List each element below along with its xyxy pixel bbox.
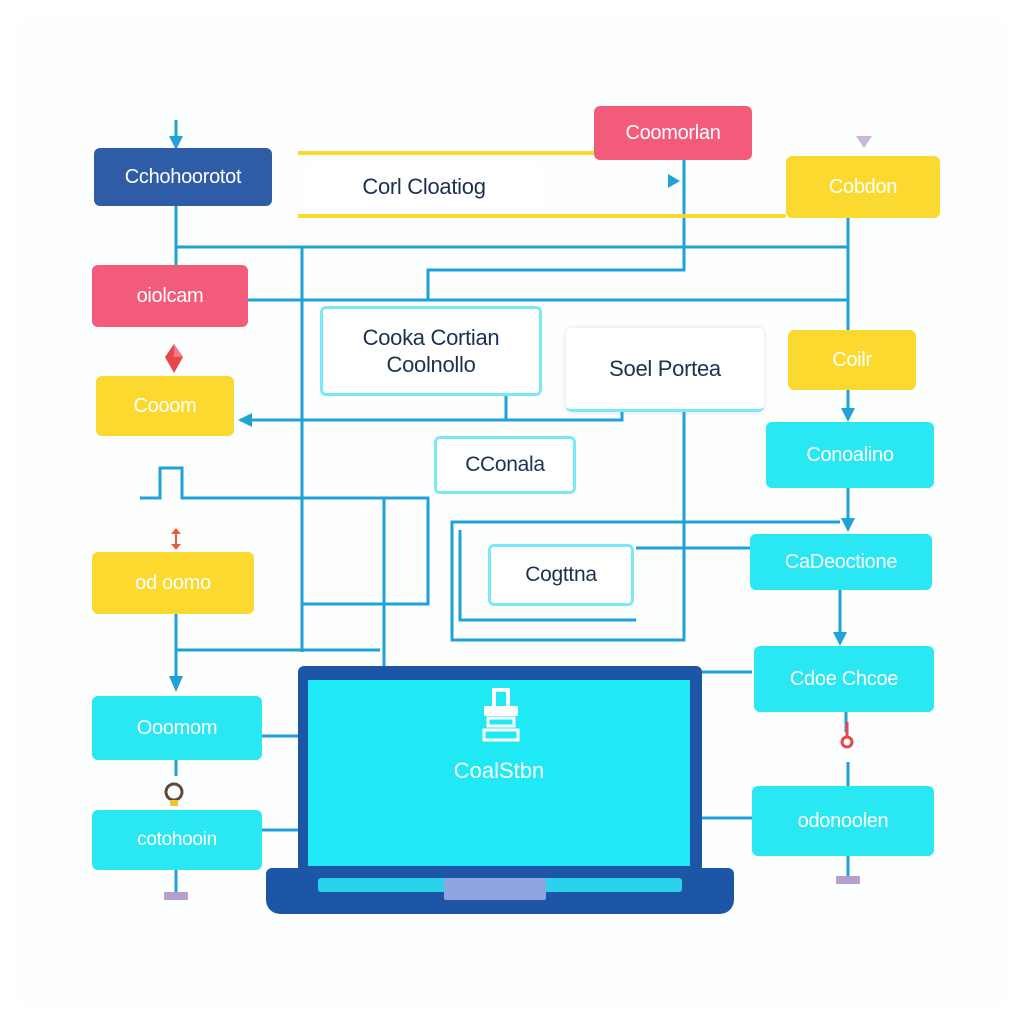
node-center-box-2: Cogttna — [488, 544, 634, 606]
node-top-right-pink: Coomorlan — [594, 106, 752, 160]
laptop-touchpad — [444, 878, 546, 900]
node-right-cyan-4: odonoolen — [752, 786, 934, 856]
node-left-yellow-2: od oomo — [92, 552, 254, 614]
node-top-left: Cchohoorotot — [94, 148, 272, 206]
node-left-cyan-2: cotohooin — [92, 810, 262, 870]
node-title-center: Corl Cloatiog — [308, 164, 540, 210]
terminal-icon — [164, 892, 188, 900]
node-center-card-2: Soel Portea — [566, 328, 764, 412]
dual-arrow-icon — [171, 528, 181, 550]
node-center-card-1-line1: Cooka Cortian — [362, 324, 500, 350]
node-left-pink: oiolcam — [92, 265, 248, 327]
node-top-right-yellow: Cobdon — [786, 156, 940, 218]
tee-icon — [856, 136, 872, 148]
node-center-box-1: CConala — [434, 436, 576, 494]
node-right-yellow-small: Coilr — [788, 330, 916, 390]
bulb-icon — [164, 782, 184, 806]
node-center-card-1: Cooka Cortian Coolnollo — [320, 306, 542, 396]
node-right-cyan-2: CaDeoctione — [750, 534, 932, 590]
node-right-cyan-1: Conoalino — [766, 422, 934, 488]
node-right-cyan-3: Cdoe Chcoe — [754, 646, 934, 712]
laptop-label: CoalStbn — [453, 758, 545, 783]
pin-icon — [840, 722, 854, 749]
lock-icon — [482, 688, 520, 742]
node-center-card-1-line2: Coolnollo — [386, 352, 476, 377]
node-left-yellow-1: Cooom — [96, 376, 234, 436]
gem-icon — [165, 344, 183, 373]
terminal-icon — [836, 876, 860, 884]
node-left-cyan-1: Ooomom — [92, 696, 262, 760]
